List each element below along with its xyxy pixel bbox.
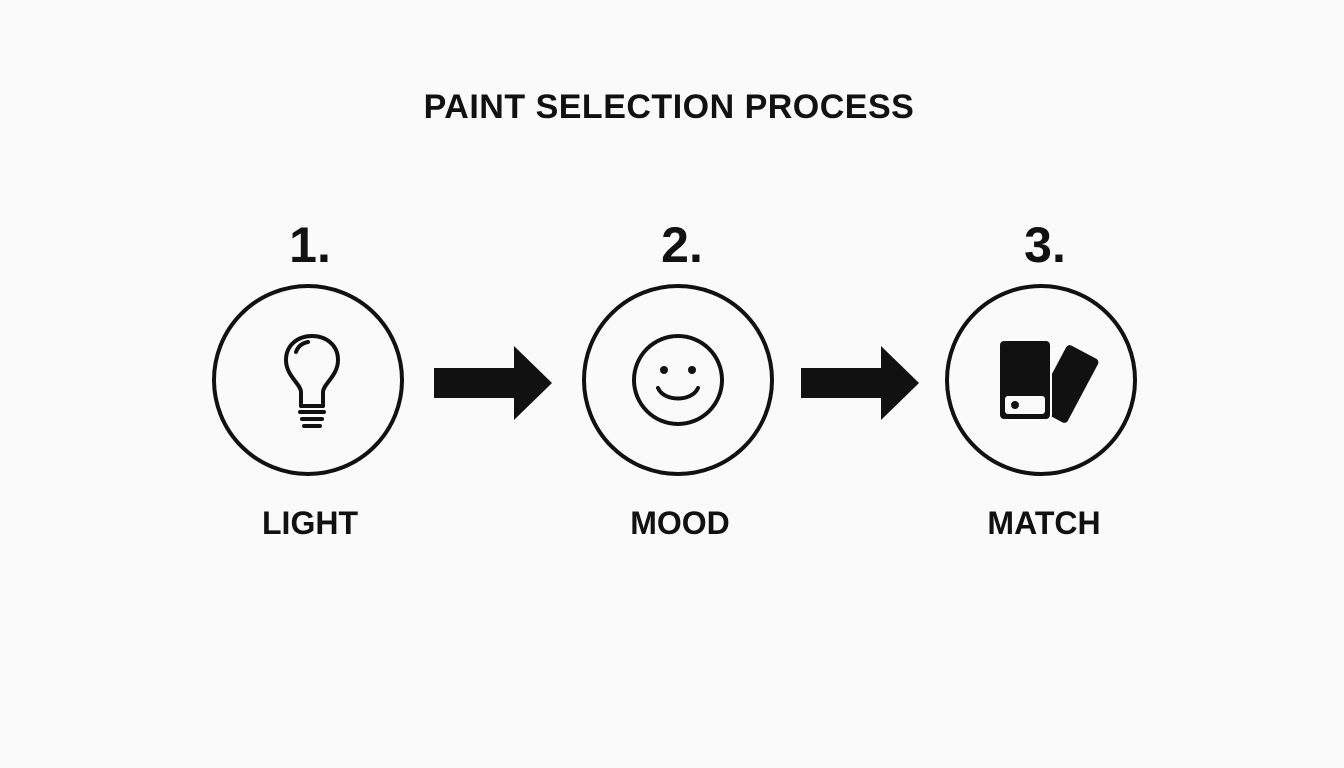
step-3-label: MATCH xyxy=(987,505,1101,541)
step-1-number: 1. xyxy=(289,217,331,273)
paint-swatch-cards-icon xyxy=(998,339,1099,423)
step-3-number: 3. xyxy=(1024,217,1066,273)
arrow-right-icon xyxy=(434,346,552,420)
step-1-circle xyxy=(212,284,404,476)
step-2-number: 2. xyxy=(661,217,703,273)
smiley-face-icon xyxy=(632,334,724,426)
arrow-right-icon xyxy=(801,346,919,420)
lightbulb-icon xyxy=(284,334,340,428)
step-2-circle xyxy=(582,284,774,476)
step-3-circle xyxy=(945,284,1137,476)
diagram-title: PAINT SELECTION PROCESS xyxy=(423,88,915,126)
step-2-label: MOOD xyxy=(630,505,730,541)
step-1-label: LIGHT xyxy=(262,505,358,541)
